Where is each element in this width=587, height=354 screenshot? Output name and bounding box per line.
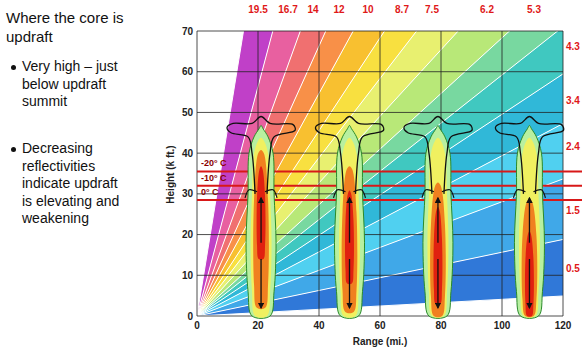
grid-line bbox=[502, 31, 503, 316]
tick-label: 50 bbox=[182, 107, 193, 118]
tick-label: 60 bbox=[182, 66, 193, 77]
tick-label: 70 bbox=[182, 26, 193, 37]
updraft-arrow bbox=[349, 198, 350, 243]
downdraft-arrow bbox=[349, 259, 350, 308]
elevation-angle: 16.7 bbox=[278, 4, 297, 15]
downdraft-arrow bbox=[529, 259, 530, 308]
grid-line bbox=[563, 31, 564, 316]
anvil-outline bbox=[227, 117, 295, 194]
elevation-angle: 1.5 bbox=[566, 205, 580, 216]
axis-title: Height (k ft.) bbox=[164, 145, 175, 203]
tick-label: 120 bbox=[555, 320, 572, 331]
storm-echo-orange bbox=[430, 182, 446, 317]
elevation-angle: 6.2 bbox=[480, 4, 494, 15]
storm-echo-orange bbox=[342, 166, 358, 313]
grid-line bbox=[197, 71, 563, 72]
elevation-angle: 5.3 bbox=[527, 4, 541, 15]
temperature-label: -20° C bbox=[201, 158, 227, 168]
storm-cell bbox=[495, 117, 563, 319]
outflow-hook bbox=[334, 190, 346, 198]
outflow-hook bbox=[422, 190, 434, 198]
bullet-text: Decreasing reflectivities indicate updra… bbox=[22, 140, 122, 228]
tick-label: 10 bbox=[182, 270, 193, 281]
storm-cell bbox=[404, 117, 472, 319]
outflow-hook bbox=[513, 190, 525, 198]
tick-label: 30 bbox=[182, 188, 193, 199]
storm-cell bbox=[315, 117, 383, 319]
storm-echo-orange bbox=[253, 150, 269, 309]
storm-envelope bbox=[246, 125, 276, 318]
storm-envelope bbox=[514, 125, 544, 318]
tick-label: 100 bbox=[494, 320, 511, 331]
updraft-arrow bbox=[437, 198, 438, 243]
bullet-text: Very high – just below updraft summit bbox=[22, 58, 122, 111]
grid-line bbox=[197, 112, 563, 113]
outflow-hook bbox=[442, 190, 454, 198]
elevation-angle: 10 bbox=[362, 4, 373, 15]
elevation-angle: 0.5 bbox=[566, 263, 580, 274]
tick-label: 80 bbox=[435, 320, 446, 331]
elevation-angle: 3.4 bbox=[566, 95, 580, 106]
tick-label: 0 bbox=[187, 311, 193, 322]
temperature-label: -10° C bbox=[201, 173, 227, 183]
slide-title: Where the core is updraft bbox=[6, 8, 156, 46]
grid-line bbox=[197, 31, 198, 316]
temperature-label: 0° C bbox=[201, 187, 219, 197]
storm-echo-orange bbox=[522, 199, 538, 317]
elevation-angle: 12 bbox=[333, 4, 344, 15]
tick-label: 20 bbox=[252, 320, 263, 331]
tick-label: 60 bbox=[374, 320, 385, 331]
axis-title: Range (mi.) bbox=[353, 336, 407, 347]
bullet-dot bbox=[11, 65, 16, 70]
storm-core bbox=[525, 231, 534, 316]
elevation-angle: 4.3 bbox=[566, 41, 580, 52]
outflow-hook bbox=[245, 190, 257, 198]
grid-line bbox=[319, 31, 320, 316]
elevation-angle: 2.4 bbox=[566, 141, 580, 152]
tick-label: 40 bbox=[182, 148, 193, 159]
storm-cell bbox=[227, 117, 295, 319]
anvil-outline bbox=[404, 117, 472, 194]
grid-line bbox=[197, 31, 563, 32]
storm-envelope bbox=[423, 125, 453, 318]
outflow-hook bbox=[533, 190, 545, 198]
tick-label: 0 bbox=[194, 320, 200, 331]
elevation-angle: 7.5 bbox=[425, 4, 439, 15]
anvil-outline bbox=[315, 117, 383, 194]
downdraft-arrow bbox=[260, 259, 261, 308]
outflow-hook bbox=[265, 190, 277, 198]
outflow-hook bbox=[354, 190, 366, 198]
downdraft-arrow bbox=[437, 259, 438, 308]
updraft-arrow bbox=[260, 198, 261, 243]
tick-label: 20 bbox=[182, 229, 193, 240]
updraft-arrow bbox=[529, 198, 530, 243]
storm-envelope bbox=[335, 125, 365, 318]
elevation-angle: 8.7 bbox=[395, 4, 409, 15]
elevation-angle: 19.5 bbox=[248, 4, 267, 15]
storm-core bbox=[257, 166, 266, 260]
grid-line bbox=[380, 31, 381, 316]
anvil-outline bbox=[495, 117, 563, 194]
tick-label: 40 bbox=[313, 320, 324, 331]
bullet-dot bbox=[11, 147, 16, 152]
elevation-angle: 14 bbox=[307, 4, 318, 15]
